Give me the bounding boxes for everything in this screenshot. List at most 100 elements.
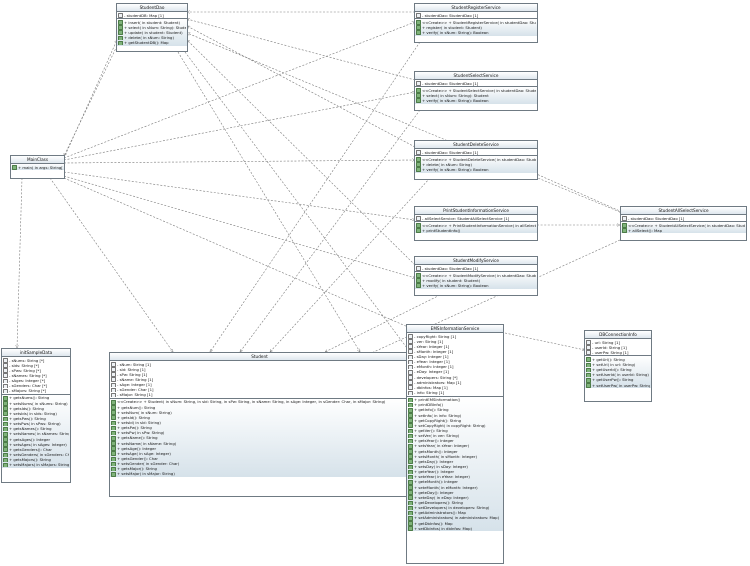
- method-icon: [416, 283, 421, 289]
- class-student-all-select-service[interactable]: StudentAllSelectService- studentDao: Stu…: [620, 206, 747, 241]
- attribute-row: - sId: String [1]: [111, 367, 408, 372]
- field-icon: [408, 354, 413, 360]
- method-icon: [408, 449, 413, 454]
- attribute-row: - sAge: Integer [1]: [111, 382, 408, 388]
- class-student-modify-service[interactable]: StudentModifyService- studentDao: Studen…: [414, 256, 538, 296]
- operation-text: + getsDay(): Integer: [414, 458, 454, 464]
- method-icon: [408, 490, 413, 495]
- attribute-row: - sMonth: Integer [1]: [408, 349, 502, 355]
- operation-text: + setDevelopers( in developers: String): [414, 505, 490, 511]
- method-icon: [622, 223, 627, 228]
- class-init-sample-data[interactable]: initSampleData- sNums: String [*]- sIds:…: [1, 348, 71, 483]
- method-icon: [408, 428, 413, 434]
- operation-row: + setsYear( in sYear: Integer): [408, 443, 502, 449]
- field-icon: [3, 358, 8, 363]
- operation-text: + setInfo( in info: String): [414, 412, 462, 418]
- operation-row: <<Create>> + StudentSelectService( in st…: [416, 88, 536, 93]
- operation-text: <<Create>> + StudentDeleteService( in st…: [422, 156, 536, 162]
- attribute-text: - sNum: String [1]: [117, 361, 151, 367]
- method-icon: [3, 401, 8, 406]
- class-name: StudentSelectService: [415, 72, 537, 80]
- class-name: StudentModifyService: [415, 257, 537, 265]
- operation-row: + delete( in sNum: String): [118, 35, 186, 41]
- link-main-register: [63, 22, 415, 159]
- field-icon: [408, 339, 413, 344]
- operation-row: + setsNums( in sNums: String): [3, 401, 69, 406]
- operation-row: + setDevelopers( in developers: String): [408, 505, 502, 511]
- class-ems-information-service[interactable]: EMSInformationService- copyRight: String…: [406, 324, 504, 564]
- link-modify-dao: [187, 40, 416, 266]
- attributes-compartment: - studentDao: StudentDao [1]: [415, 265, 537, 273]
- operation-text: + setsNames( in sNames: String): [9, 431, 69, 437]
- attribute-text: - sMajors: String [*]: [9, 388, 46, 394]
- operation-row: + getsAges(): Integer: [3, 437, 69, 442]
- class-print-student-information-service[interactable]: PrintStudentInformationService- allSelec…: [414, 206, 538, 241]
- operation-text: + getAdministrators(): Map: [414, 510, 466, 516]
- class-db-connection-info[interactable]: DBConnectionInfo- url: String [1]- userI…: [584, 330, 652, 402]
- link-main-student: [49, 177, 173, 352]
- class-student-dao[interactable]: StudentDao- studentDB: Map [1]+ insert( …: [116, 3, 188, 52]
- attributes-compartment: - sNum: String [1]- sId: String [1]- sPw…: [110, 361, 409, 399]
- field-icon: [586, 350, 591, 355]
- field-icon: [3, 373, 8, 379]
- attribute-text: - url: String [1]: [592, 339, 621, 345]
- attribute-row: - info: String [1]: [408, 390, 502, 396]
- operation-row: + verify( in sNum: String): Boolean: [416, 30, 536, 36]
- method-icon: [3, 462, 8, 468]
- class-student-delete-service[interactable]: StudentDeleteService- studentDao: Studen…: [414, 140, 538, 180]
- method-icon: [416, 25, 421, 30]
- operation-row: <<Create>> + StudentModifyService( in st…: [416, 273, 536, 278]
- operation-row: + getsGender(): Char: [111, 456, 408, 462]
- operation-row: + setsMajor( in sMajor: String): [111, 471, 408, 477]
- attribute-row: - sPw: String [1]: [111, 372, 408, 377]
- attribute-row: - sAges: Integer [*]: [3, 378, 69, 384]
- class-name: StudentDeleteService: [415, 141, 537, 149]
- field-icon: [3, 368, 8, 373]
- method-icon: [111, 405, 116, 410]
- field-icon: [408, 369, 413, 375]
- operation-text: + getUserPw(): String: [592, 377, 634, 383]
- operation-row: + setUrl( in url: String): [586, 362, 650, 368]
- operation-text: + setsAges( in sAges: Integer): [9, 441, 67, 447]
- method-icon: [408, 474, 413, 480]
- class-student-register-service[interactable]: StudentRegisterService- studentDao: Stud…: [414, 3, 538, 43]
- operation-text: + printStudentInfo(): [422, 227, 461, 233]
- method-icon: [3, 457, 8, 463]
- method-icon: [12, 165, 17, 170]
- attribute-text: - userPw: String [1]: [592, 349, 629, 355]
- operation-text: + setsName( in sName: String): [117, 440, 177, 446]
- attribute-row: - studentDao: StudentDao [1]: [416, 81, 536, 86]
- operation-text: <<Create>> + StudentModifyService( in st…: [422, 272, 536, 278]
- method-icon: [416, 273, 421, 278]
- method-icon: [408, 479, 413, 485]
- operation-row: + getsMajor(): String: [111, 466, 408, 472]
- method-icon: [3, 406, 8, 411]
- field-icon: [416, 13, 421, 18]
- method-icon: [408, 464, 413, 470]
- link-main-print: [63, 171, 415, 220]
- operation-row: + getDevelopers(): String: [408, 500, 502, 506]
- attribute-text: - sPw: String [1]: [117, 371, 148, 377]
- method-icon: [408, 459, 413, 465]
- method-icon: [111, 456, 116, 462]
- operation-text: + verify( in sNum: String): Boolean: [422, 166, 489, 172]
- method-icon: [3, 447, 8, 453]
- attribute-text: - sName: String [1]: [117, 376, 154, 382]
- method-icon: [586, 357, 591, 363]
- class-student[interactable]: Student- sNum: String [1]- sId: String […: [109, 352, 410, 497]
- operation-row: + setsMajors( in sMajors: String): [3, 462, 69, 468]
- operation-text: + setDbInfos( in dbInfos: Map): [414, 525, 473, 531]
- operation-text: + setsDay( in sDay: Integer): [414, 464, 468, 470]
- method-icon: [408, 454, 413, 459]
- operation-text: + seteYear( in eYear: Integer): [414, 474, 470, 480]
- operation-row: + printDBInfo(): [408, 402, 502, 408]
- operation-row: + geteYear(): Integer: [408, 469, 502, 475]
- field-icon: [111, 362, 116, 367]
- operation-text: + seteMonth( in eMonth: Integer): [414, 484, 478, 490]
- class-main-class[interactable]: MainClass+ main( in args: String[]): [10, 155, 65, 179]
- class-student-select-service[interactable]: StudentSelectService- studentDao: Studen…: [414, 71, 538, 111]
- operation-row: + getUserPw(): String: [586, 377, 650, 383]
- operation-text: + getCopyRight(): String: [414, 417, 462, 423]
- attribute-row: - ver: String [1]: [408, 339, 502, 344]
- attributes-compartment: - studentDao: StudentDao [1]: [415, 80, 537, 88]
